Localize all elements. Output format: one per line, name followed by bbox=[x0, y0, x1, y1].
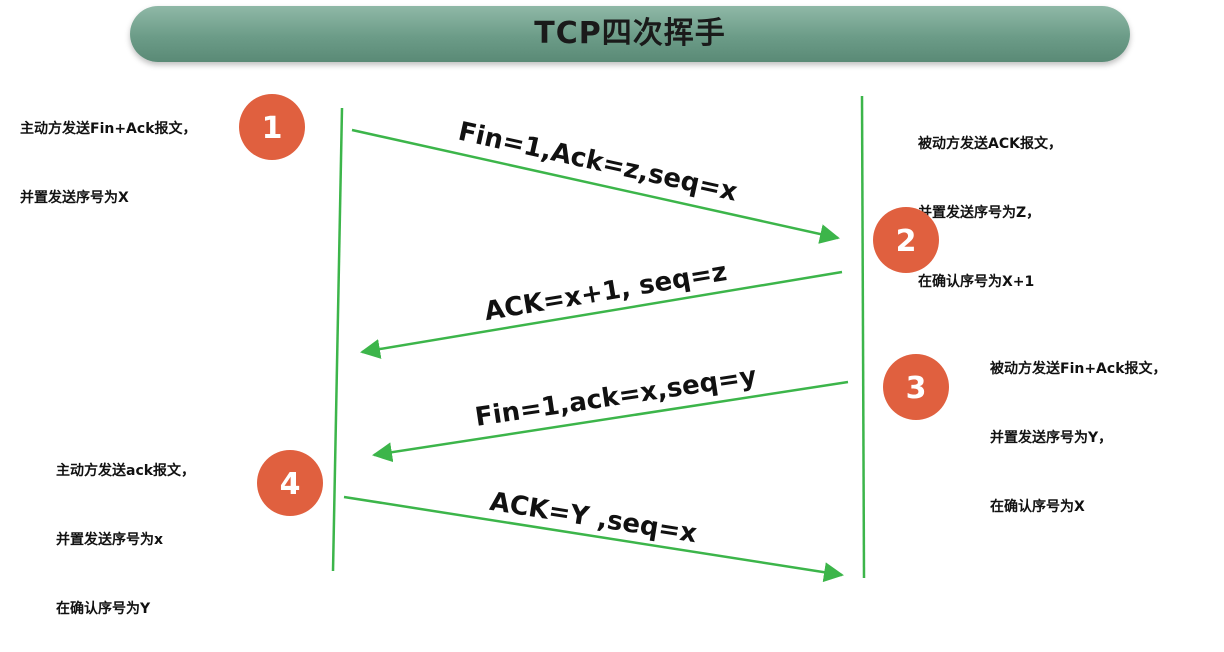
message-label-3: Fin=1,ack=x,seq=y bbox=[473, 361, 758, 433]
note-step-1: 主动方发送Fin+Ack报文， 并置发送序号为X bbox=[20, 72, 197, 233]
step-circle-2 bbox=[873, 207, 939, 273]
note-step-2-line-2: 并置发送序号为Z， bbox=[918, 205, 1041, 221]
note-step-1-line-2: 并置发送序号为X bbox=[20, 190, 129, 206]
message-arrow-2 bbox=[360, 270, 843, 359]
note-step-2-line-1: 被动方发送ACK报文， bbox=[918, 136, 1062, 152]
step-number-2: 2 bbox=[896, 224, 917, 259]
note-step-4-line-1: 主动方发送ack报文， bbox=[56, 463, 196, 479]
step-number-1: 1 bbox=[262, 111, 283, 146]
client-lifeline bbox=[331, 107, 344, 572]
note-step-1-line-1: 主动方发送Fin+Ack报文， bbox=[20, 121, 197, 137]
note-step-2-line-3: 在确认序号为X+1 bbox=[918, 274, 1035, 290]
note-step-3: 被动方发送Fin+Ack报文， 并置发送序号为Y， 在确认序号为X bbox=[990, 312, 1167, 542]
step-badge-2: 2 bbox=[873, 207, 939, 273]
diagram-title: TCP四次挥手 bbox=[534, 16, 726, 51]
step-circle-3 bbox=[883, 354, 949, 420]
message-label-4: ACK=Y ,seq=x bbox=[488, 487, 700, 549]
step-circle-1 bbox=[239, 94, 305, 160]
note-step-3-line-1: 被动方发送Fin+Ack报文， bbox=[990, 361, 1167, 377]
note-step-4: 主动方发送ack报文， 并置发送序号为x 在确认序号为Y bbox=[56, 414, 195, 644]
message-arrow-4 bbox=[343, 495, 844, 583]
message-arrow-1 bbox=[351, 128, 840, 244]
step-badge-3: 3 bbox=[883, 354, 949, 420]
note-step-2: 被动方发送ACK报文， 并置发送序号为Z， 在确认序号为X+1 bbox=[918, 87, 1062, 317]
title-banner: TCP四次挥手 bbox=[130, 6, 1130, 62]
note-step-4-line-3: 在确认序号为Y bbox=[56, 601, 151, 617]
step-badge-4: 4 bbox=[257, 450, 323, 516]
step-circle-4 bbox=[257, 450, 323, 516]
note-step-3-line-2: 并置发送序号为Y， bbox=[990, 430, 1113, 446]
server-lifeline bbox=[860, 95, 866, 579]
message-label-2: ACK=x+1, seq=z bbox=[482, 257, 729, 327]
note-step-4-line-2: 并置发送序号为x bbox=[56, 532, 164, 548]
step-number-3: 3 bbox=[906, 371, 927, 406]
note-step-3-line-3: 在确认序号为X bbox=[990, 499, 1085, 515]
step-badge-1: 1 bbox=[239, 94, 305, 160]
step-number-4: 4 bbox=[280, 467, 301, 502]
message-arrow-3 bbox=[372, 380, 849, 463]
